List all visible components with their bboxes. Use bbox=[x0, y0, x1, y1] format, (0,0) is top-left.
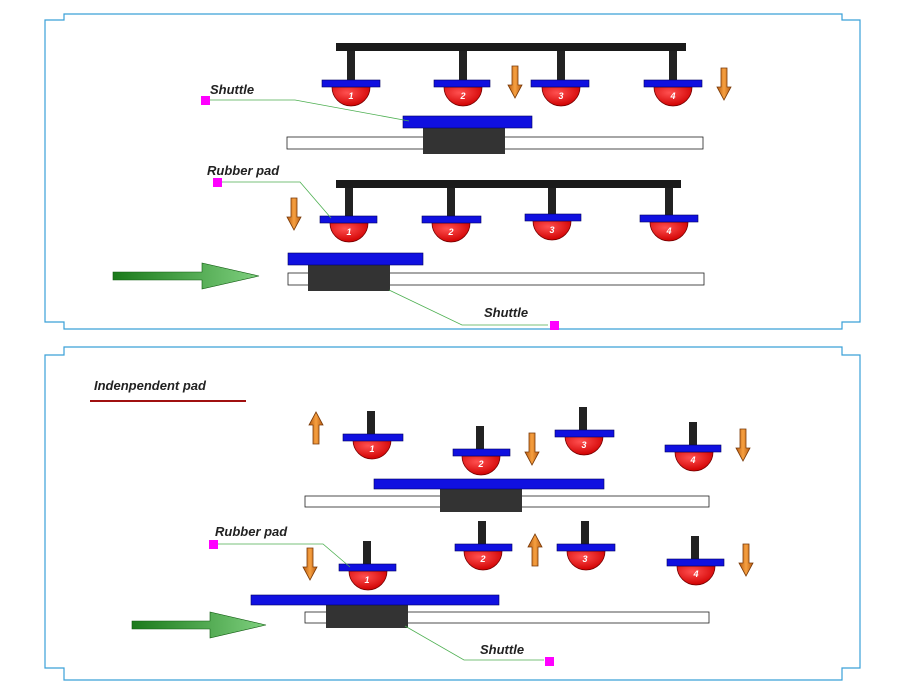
svg-text:3: 3 bbox=[558, 91, 563, 101]
rubber-pad-2: 2 bbox=[454, 521, 513, 571]
shuttle-callout-upper: Shuttle bbox=[201, 82, 410, 122]
rubber-pad-3: 3 bbox=[524, 188, 582, 241]
shuttle-label: Shuttle bbox=[480, 642, 524, 657]
rubber-pad-4: 4 bbox=[664, 422, 722, 472]
svg-text:3: 3 bbox=[582, 554, 587, 564]
svg-text:1: 1 bbox=[369, 444, 374, 454]
rubber-pad-1: 1 bbox=[342, 411, 404, 460]
top-row2-pads: 1 2 3 4 bbox=[319, 188, 699, 243]
rubber-pad-2: 2 bbox=[452, 426, 511, 476]
rubber-pad-2: 2 bbox=[433, 51, 491, 107]
bottom-row1-pads: 1 2 3 4 bbox=[342, 407, 722, 476]
svg-text:3: 3 bbox=[549, 225, 554, 235]
shuttle-label: Shuttle bbox=[210, 82, 254, 97]
top-row1-pads: 1 2 3 4 bbox=[321, 51, 703, 107]
bottom-row2-shuttle bbox=[250, 594, 710, 628]
rubber-pad-3: 3 bbox=[530, 51, 590, 107]
bottom-row2-pads: 1 2 3 4 bbox=[338, 521, 725, 591]
shuttle-callout-lower: Shuttle bbox=[388, 289, 559, 330]
top-row1-bar bbox=[336, 43, 686, 51]
right-arrow-icon bbox=[131, 611, 267, 639]
shuttle-label: Shuttle bbox=[484, 305, 528, 320]
rubber-pad-4: 4 bbox=[639, 188, 699, 242]
rubber-pad-4: 4 bbox=[666, 536, 725, 586]
rubber-pad-1: 1 bbox=[321, 51, 381, 107]
bottom-panel-frame bbox=[44, 346, 861, 681]
rubber-pad-label: Rubber pad bbox=[207, 163, 280, 178]
bottom-row1-shuttle bbox=[304, 478, 710, 512]
svg-text:1: 1 bbox=[364, 575, 369, 585]
svg-text:4: 4 bbox=[665, 226, 671, 236]
svg-text:1: 1 bbox=[348, 91, 353, 101]
svg-text:2: 2 bbox=[447, 227, 453, 237]
svg-text:3: 3 bbox=[581, 440, 586, 450]
top-row2-shuttle bbox=[287, 252, 705, 291]
rubber-pad-callout-bottom: Rubber pad bbox=[209, 524, 351, 568]
rubber-pad-1: 1 bbox=[319, 188, 378, 243]
independent-pad-heading: Indenpendent pad bbox=[90, 378, 246, 402]
svg-text:2: 2 bbox=[479, 554, 485, 564]
svg-text:2: 2 bbox=[459, 91, 465, 101]
magenta-square-icon bbox=[545, 657, 554, 666]
rubber-pad-1: 1 bbox=[338, 541, 397, 591]
right-arrow-icon bbox=[112, 262, 260, 290]
shuttle-callout-bottom: Shuttle bbox=[404, 625, 554, 666]
rubber-pad-3: 3 bbox=[556, 521, 616, 571]
top-row2-bar bbox=[336, 180, 681, 188]
svg-text:4: 4 bbox=[669, 91, 675, 101]
top-row1-shuttle bbox=[286, 115, 704, 154]
magenta-square-icon bbox=[201, 96, 210, 105]
svg-text:1: 1 bbox=[346, 227, 351, 237]
rubber-pad-label: Rubber pad bbox=[215, 524, 288, 539]
rubber-pad-2: 2 bbox=[421, 188, 482, 243]
svg-text:4: 4 bbox=[689, 455, 695, 465]
rubber-pad-callout-top: Rubber pad bbox=[207, 163, 332, 219]
panel-title: Indenpendent pad bbox=[94, 378, 207, 393]
magenta-square-icon bbox=[209, 540, 218, 549]
svg-text:2: 2 bbox=[477, 459, 483, 469]
rubber-pad-3: 3 bbox=[554, 407, 615, 456]
svg-text:4: 4 bbox=[692, 569, 698, 579]
rubber-pad-4: 4 bbox=[643, 51, 703, 107]
magenta-square-icon bbox=[550, 321, 559, 330]
magenta-square-icon bbox=[213, 178, 222, 187]
